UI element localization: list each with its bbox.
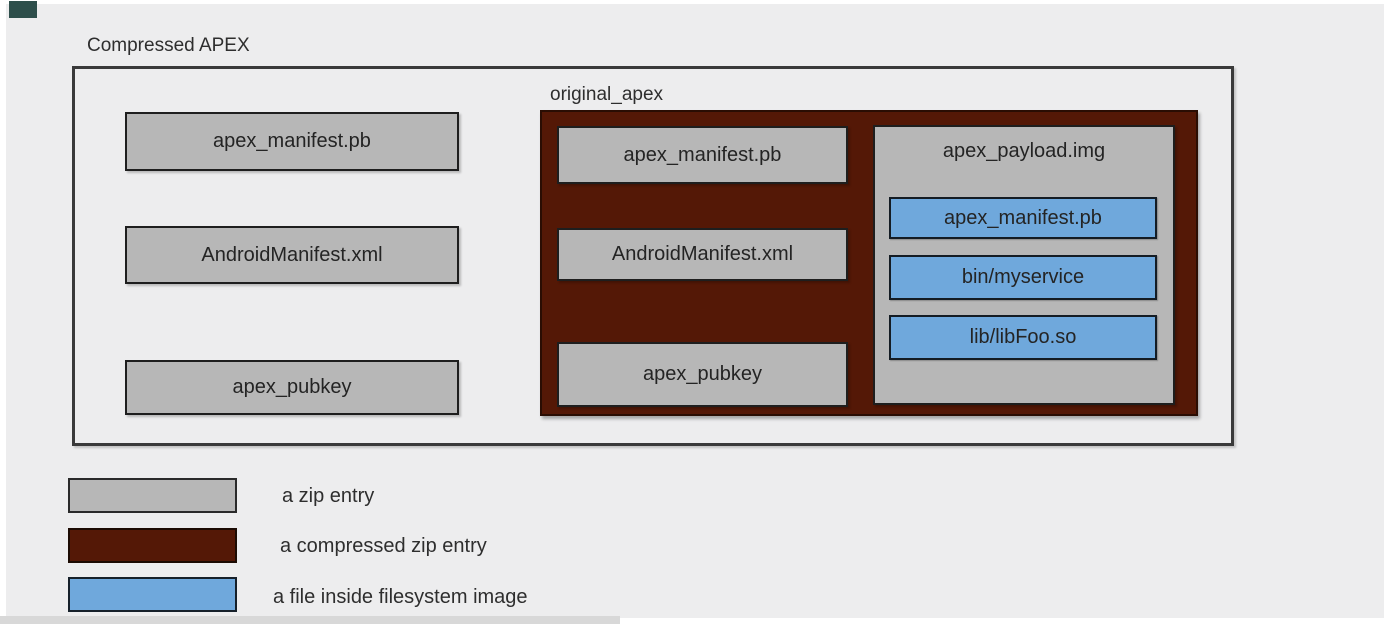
original-apex-title: original_apex (550, 84, 664, 105)
compressed-apex-container (72, 66, 1234, 446)
diagram-title: Compressed APEX (87, 35, 250, 56)
filesystem-file-box: bin/myservice (889, 255, 1157, 300)
legend-label-filesystem-file: a file inside filesystem image (273, 586, 528, 608)
zip-entry-label: AndroidManifest.xml (611, 243, 794, 265)
legend-swatch-zip-entry (68, 478, 237, 513)
zip-entry-box: apex_pubkey (557, 342, 848, 407)
zip-entry-label: apex_manifest.pb (213, 130, 371, 152)
zip-entry-box: AndroidManifest.xml (125, 226, 459, 284)
filesystem-file-label: lib/libFoo.so (969, 326, 1077, 348)
filesystem-file-label: bin/myservice (961, 266, 1085, 288)
corner-artifact (9, 1, 37, 18)
legend-swatch-compressed-zip-entry (68, 528, 237, 563)
legend-swatch-filesystem-file (68, 577, 237, 612)
zip-entry-label: apex_manifest.pb (623, 143, 782, 166)
zip-entry-box: apex_pubkey (125, 360, 459, 415)
apex-payload-label: apex_payload.img (942, 140, 1106, 162)
legend-label-zip-entry: a zip entry (282, 485, 375, 507)
zip-entry-label: apex_pubkey (643, 363, 762, 385)
zip-entry-box: apex_manifest.pb (125, 112, 459, 171)
filesystem-file-label: apex_manifest.pb (944, 206, 1102, 229)
zip-entry-box: AndroidManifest.xml (557, 228, 848, 281)
zip-entry-label: apex_pubkey (232, 376, 352, 398)
legend-label-compressed-zip-entry: a compressed zip entry (280, 535, 487, 557)
filesystem-file-box: apex_manifest.pb (889, 197, 1157, 239)
zip-entry-label: AndroidManifest.xml (201, 243, 383, 266)
bottom-edge-strip (0, 616, 620, 624)
zip-entry-box: apex_manifest.pb (557, 126, 848, 184)
filesystem-file-box: lib/libFoo.so (889, 315, 1157, 360)
